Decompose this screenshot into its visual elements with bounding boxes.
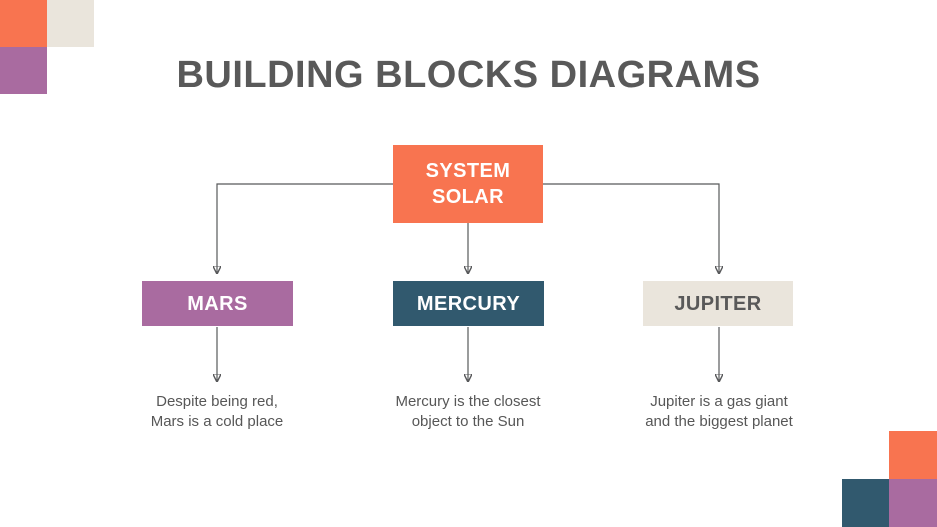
decor-square-bottom-right-teal [842,479,889,527]
connector-root-to-mars [217,183,393,273]
diagram-node-mars: MARS [142,281,293,326]
diagram-node-label: JUPITER [674,292,762,315]
description-jupiter: Jupiter is a gas giant and the biggest p… [645,393,793,430]
decor-square-top-left-beige [47,0,94,47]
diagram-node-label: SYSTEM SOLAR [425,160,511,208]
diagram-node-mercury: MERCURY [393,281,544,326]
diagram-node-label: MERCURY [416,292,521,315]
connector-root-to-jupiter [543,183,719,273]
decor-square-top-left-purple [0,47,47,94]
diagram-node-label: MARS [187,292,248,315]
decor-square-top-left-orange [0,0,47,47]
decor-square-bottom-right-orange [889,431,937,479]
decor-square-bottom-right-purple [889,479,937,527]
diagram-node-system-solar: SYSTEM SOLAR [393,145,543,223]
diagram-node-jupiter: JUPITER [643,281,793,326]
description-mars: Despite being red, Mars is a cold place [150,393,284,430]
page-title: BUILDING BLOCKS DIAGRAMS [176,54,761,96]
description-mercury: Mercury is the closest object to the Sun [395,393,541,430]
